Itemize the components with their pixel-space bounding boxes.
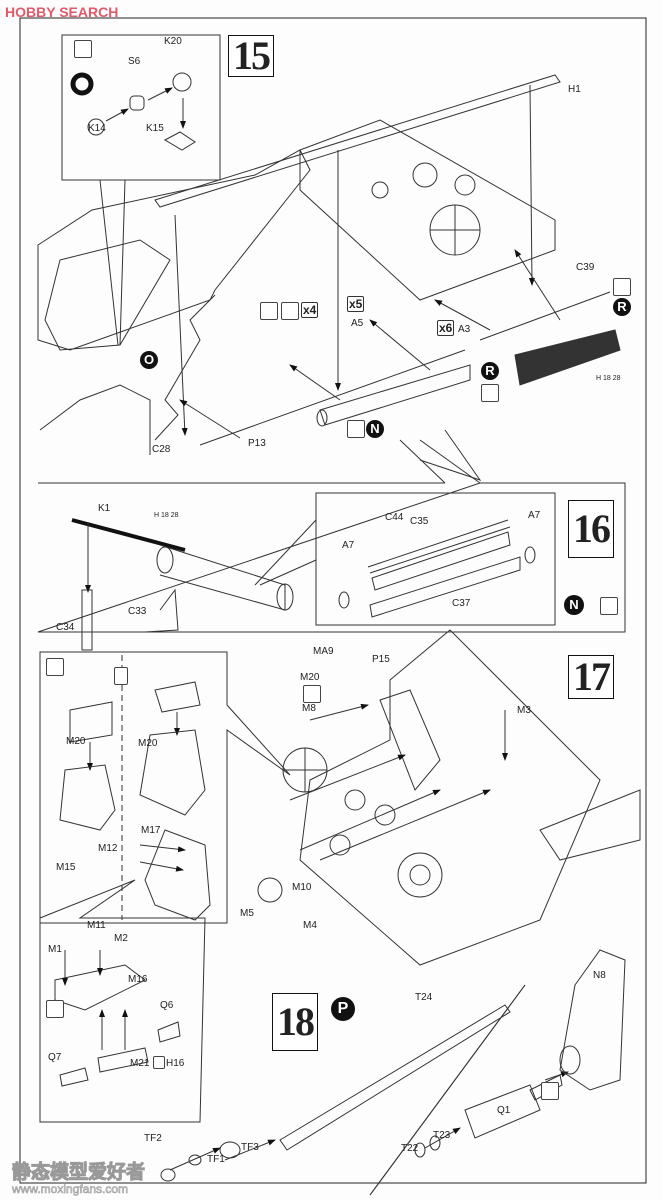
target-icon [70, 72, 94, 96]
option-marker: R [613, 298, 631, 316]
step15-inset-box [61, 34, 221, 181]
part-label: K20 [164, 36, 182, 47]
part-label: C28 [152, 444, 171, 455]
part-label: C37 [452, 598, 471, 609]
part-label: C39 [576, 262, 595, 273]
part-label: TF3 [241, 1142, 259, 1153]
part-label: Q7 [48, 1052, 62, 1063]
stowage-tube [319, 364, 471, 426]
watermark-title: 静态模型爱好者 [11, 1162, 146, 1184]
part-label: M21 [130, 1058, 150, 1069]
part-label: A7 [342, 540, 355, 551]
watermark-logo: HOBBY SEARCH [5, 4, 119, 20]
option-marker: N [366, 420, 384, 438]
option-marker: N [564, 595, 584, 615]
part-label: M4 [303, 920, 317, 931]
part-label: M16 [128, 974, 148, 985]
part-label: Q1 [497, 1105, 511, 1116]
part-label: M1 [48, 944, 62, 955]
flip-icon [481, 384, 499, 402]
part-label: MA9 [313, 646, 334, 657]
option-marker: P [331, 997, 355, 1021]
tube-c35 [371, 531, 511, 591]
quantity-badge: x4 [301, 302, 319, 318]
option-marker: O [73, 75, 91, 93]
part-label: M11 [87, 920, 106, 931]
mantlet-q1 [464, 1084, 541, 1139]
part-label: M5 [240, 908, 254, 919]
part-label: H1 [568, 84, 581, 95]
part-label: K1 [98, 503, 111, 514]
step-17-number: 17 [568, 655, 614, 699]
part-label: A7 [528, 510, 541, 521]
part-label: A3 [458, 324, 471, 335]
part-label: M2 [114, 933, 128, 944]
rod-k1 [71, 518, 186, 552]
option-marker: O [140, 351, 158, 369]
track-links [514, 329, 621, 386]
part-label: M8 [302, 703, 316, 714]
part-label: C44 [385, 512, 404, 523]
step16-panel [37, 482, 626, 633]
flip-icon [347, 420, 365, 438]
flip-icon [153, 1056, 165, 1069]
part-label: T24 [415, 992, 433, 1003]
plate-m12 [144, 829, 211, 921]
glue-icon [260, 302, 278, 320]
rail-h1 [154, 74, 561, 208]
step-16-number: 16 [568, 500, 614, 558]
step17-inset2 [39, 879, 206, 1123]
option-marker: R [481, 362, 499, 380]
part-label: P15 [372, 654, 390, 665]
mantlet-n8 [559, 949, 626, 1091]
flip-icon [303, 685, 321, 703]
part-label: M12 [98, 843, 118, 854]
part-label: T23 [433, 1130, 451, 1141]
page-frame [19, 17, 647, 1184]
part-label: C34 [56, 622, 75, 633]
part-label: C35 [410, 516, 429, 527]
flip-icon [114, 667, 128, 685]
part-label: M17 [141, 825, 161, 836]
tube-c37 [369, 556, 521, 618]
part-label: A5 [351, 318, 364, 329]
sprue-ref: H 18 28 [154, 512, 179, 519]
part-label: H16 [166, 1058, 185, 1069]
step16-inset [315, 492, 556, 626]
part-label: Q6 [160, 1000, 174, 1011]
quantity-badge: x5 [347, 296, 365, 312]
part-label: K15 [146, 123, 164, 134]
part-label: N8 [593, 970, 606, 981]
paint-icon [74, 40, 92, 58]
flip-icon [281, 302, 299, 320]
part-label: TF2 [144, 1133, 162, 1144]
part-label: TF1 [207, 1154, 225, 1165]
part-label: P13 [248, 438, 266, 449]
step17-inset [39, 651, 291, 924]
part-label: M20 [138, 738, 158, 749]
paint-icon [600, 597, 618, 615]
sprue-ref: H 18 28 [596, 375, 621, 382]
watermark-url: www.moxingfans.com [12, 1182, 129, 1197]
step-15-number: 15 [228, 35, 274, 77]
part-label: T22 [401, 1143, 419, 1154]
part-label: C33 [128, 606, 147, 617]
step-18-number: 18 [272, 993, 318, 1051]
texture-icon [541, 1082, 559, 1100]
part-label: S6 [128, 56, 141, 67]
quantity-badge: x6 [437, 320, 455, 336]
part-label: M20 [300, 672, 320, 683]
part-label: M15 [56, 862, 76, 873]
flip-icon [613, 278, 631, 296]
part-label: M10 [292, 882, 312, 893]
part-label: K14 [88, 123, 106, 134]
paint-icon [46, 658, 64, 676]
paint-icon [46, 1000, 64, 1018]
part-label: M20 [66, 736, 86, 747]
barrel-t24 [279, 1004, 511, 1151]
part-label: M3 [517, 705, 531, 716]
